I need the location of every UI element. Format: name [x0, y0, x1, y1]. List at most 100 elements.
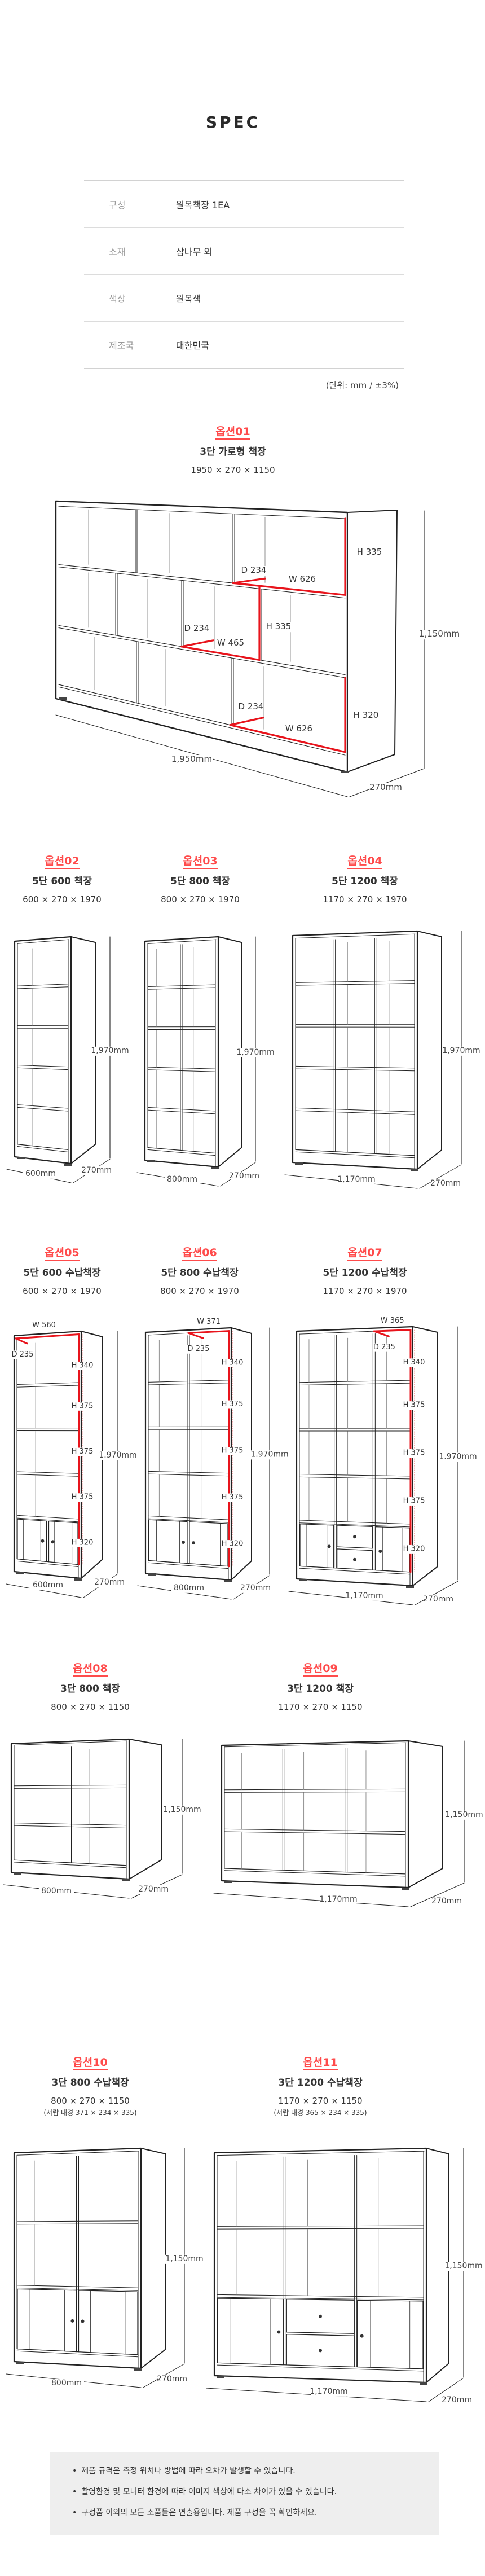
label-background	[98, 1451, 138, 1460]
door-knob-icon	[51, 1540, 55, 1544]
label-background	[311, 2387, 346, 2397]
label-background	[442, 1046, 481, 1056]
top-panel	[224, 1742, 407, 1748]
door-knob-icon	[277, 2330, 281, 2334]
shelf-front	[17, 986, 69, 989]
option-tag: 옵션08	[6, 1662, 175, 1677]
front-frame	[144, 936, 219, 1168]
measure-label: H 320	[403, 1544, 425, 1553]
measure-marker	[15, 1337, 28, 1345]
door-knob-icon	[81, 2319, 85, 2323]
measure-label: H 375	[403, 1497, 425, 1505]
height-dimension-label: 1,150mm	[444, 2262, 482, 2271]
measure-label: W 626	[285, 723, 312, 734]
depth-dimension-label: 270mm	[157, 2375, 187, 2384]
width-dimension-label: 1,170mm	[345, 1591, 383, 1600]
option-tag: 옵션04	[280, 855, 449, 869]
option-heading: 옵션07 5단 1200 수납책장 1170 × 270 × 1970	[280, 1247, 449, 1296]
shelf	[299, 1474, 411, 1477]
label-background	[438, 1452, 478, 1462]
shelf	[14, 1822, 127, 1826]
label-background	[158, 2375, 186, 2384]
foot	[16, 2362, 24, 2364]
measure-label: D 235	[188, 1345, 210, 1353]
foot	[224, 1881, 232, 1883]
side-panel	[218, 936, 242, 1168]
width-dimension-label: 800mm	[41, 1886, 72, 1895]
shelf-front	[299, 1476, 411, 1480]
option-dimensions: 1170 × 270 × 1150	[278, 2096, 363, 2106]
foot	[299, 1579, 307, 1581]
side-panel	[129, 1739, 162, 1880]
shelf	[299, 1380, 411, 1383]
foot	[74, 1578, 82, 1581]
notice-box: 제품 규격은 측정 위치나 방법에 따라 오차가 발생할 수 있습니다. 촬영환…	[50, 2452, 439, 2535]
front-frame	[14, 936, 72, 1165]
label-background	[23, 1169, 58, 1179]
label-background	[432, 1179, 459, 1188]
foot	[17, 1157, 25, 1159]
spec-value: 원목색	[176, 293, 201, 304]
cabinet-door	[78, 2290, 138, 2355]
shelf	[295, 1107, 415, 1112]
front-frame	[292, 930, 418, 1170]
shelf-front	[58, 567, 346, 599]
spec-label: 색상	[109, 293, 126, 304]
label-background	[218, 639, 243, 649]
measure-marker	[232, 582, 346, 596]
label-background	[71, 1361, 94, 1370]
height-dimension-label: 1.970mm	[439, 1452, 477, 1462]
label-background	[162, 1805, 202, 1815]
front-frame	[10, 1738, 130, 1880]
drawer-inner-size: (서랍 내경 371 × 234 × 335)	[43, 2109, 137, 2117]
shelf-front	[217, 2228, 424, 2230]
option-heading: 옵션01 3단 가로형 책장 1950 × 270 × 1150	[148, 425, 318, 475]
shelf	[17, 1104, 69, 1109]
foot	[147, 1160, 155, 1162]
label-background	[321, 1895, 356, 1904]
shelf-front	[148, 1518, 229, 1523]
measure-label: H 375	[72, 1402, 94, 1410]
base-shelf	[17, 1144, 69, 1151]
cabinet-door	[357, 2299, 424, 2369]
label-background	[347, 1591, 382, 1601]
foot	[295, 1162, 303, 1165]
shelf-front	[17, 1067, 69, 1070]
depth-dimension-label: 270mm	[240, 1583, 271, 1592]
option-tag-text: 옵션03	[183, 855, 218, 869]
drawer-inner-size: (서랍 내경 365 × 234 × 335)	[274, 2109, 367, 2117]
option-dimensions: 600 × 270 × 1970	[23, 894, 102, 905]
label-background	[403, 1358, 425, 1367]
shelf	[148, 1380, 229, 1383]
depth-dimension-line	[410, 1882, 465, 1907]
shelf-front	[16, 1474, 79, 1477]
depth-dimension-label: 270mm	[94, 1578, 125, 1587]
option-name: 5단 600 책장	[32, 876, 92, 887]
shelf	[148, 1471, 229, 1474]
base-front	[299, 1568, 411, 1575]
option-name: 5단 600 수납책장	[23, 1267, 101, 1279]
option-heading: 옵션06 5단 800 수납책장 800 × 270 × 1970	[115, 1247, 284, 1296]
shelf-front	[147, 1109, 216, 1114]
measure-label: H 340	[72, 1361, 94, 1370]
top-panel	[217, 2151, 425, 2156]
label-background	[221, 1447, 244, 1456]
measure-label: H 320	[222, 1539, 244, 1548]
option-tag-text: 옵션08	[73, 1662, 108, 1677]
option-tag-text: 옵션04	[347, 855, 382, 869]
measure-label: D 234	[239, 701, 264, 712]
option-heading: 옵션02 5단 600 책장 600 × 270 × 1970	[0, 855, 147, 905]
option-dimensions: 800 × 270 × 1970	[160, 1286, 239, 1296]
label-background	[403, 1544, 425, 1554]
shelf-front	[147, 1069, 216, 1072]
base-shelf	[295, 1149, 415, 1156]
depth-dimension-line	[419, 1164, 462, 1189]
shelf-front	[148, 1383, 229, 1385]
label-background	[371, 783, 401, 793]
measure-label: H 375	[222, 1493, 244, 1502]
measure-label: D 235	[12, 1350, 34, 1359]
measure-label: H 375	[222, 1446, 244, 1455]
